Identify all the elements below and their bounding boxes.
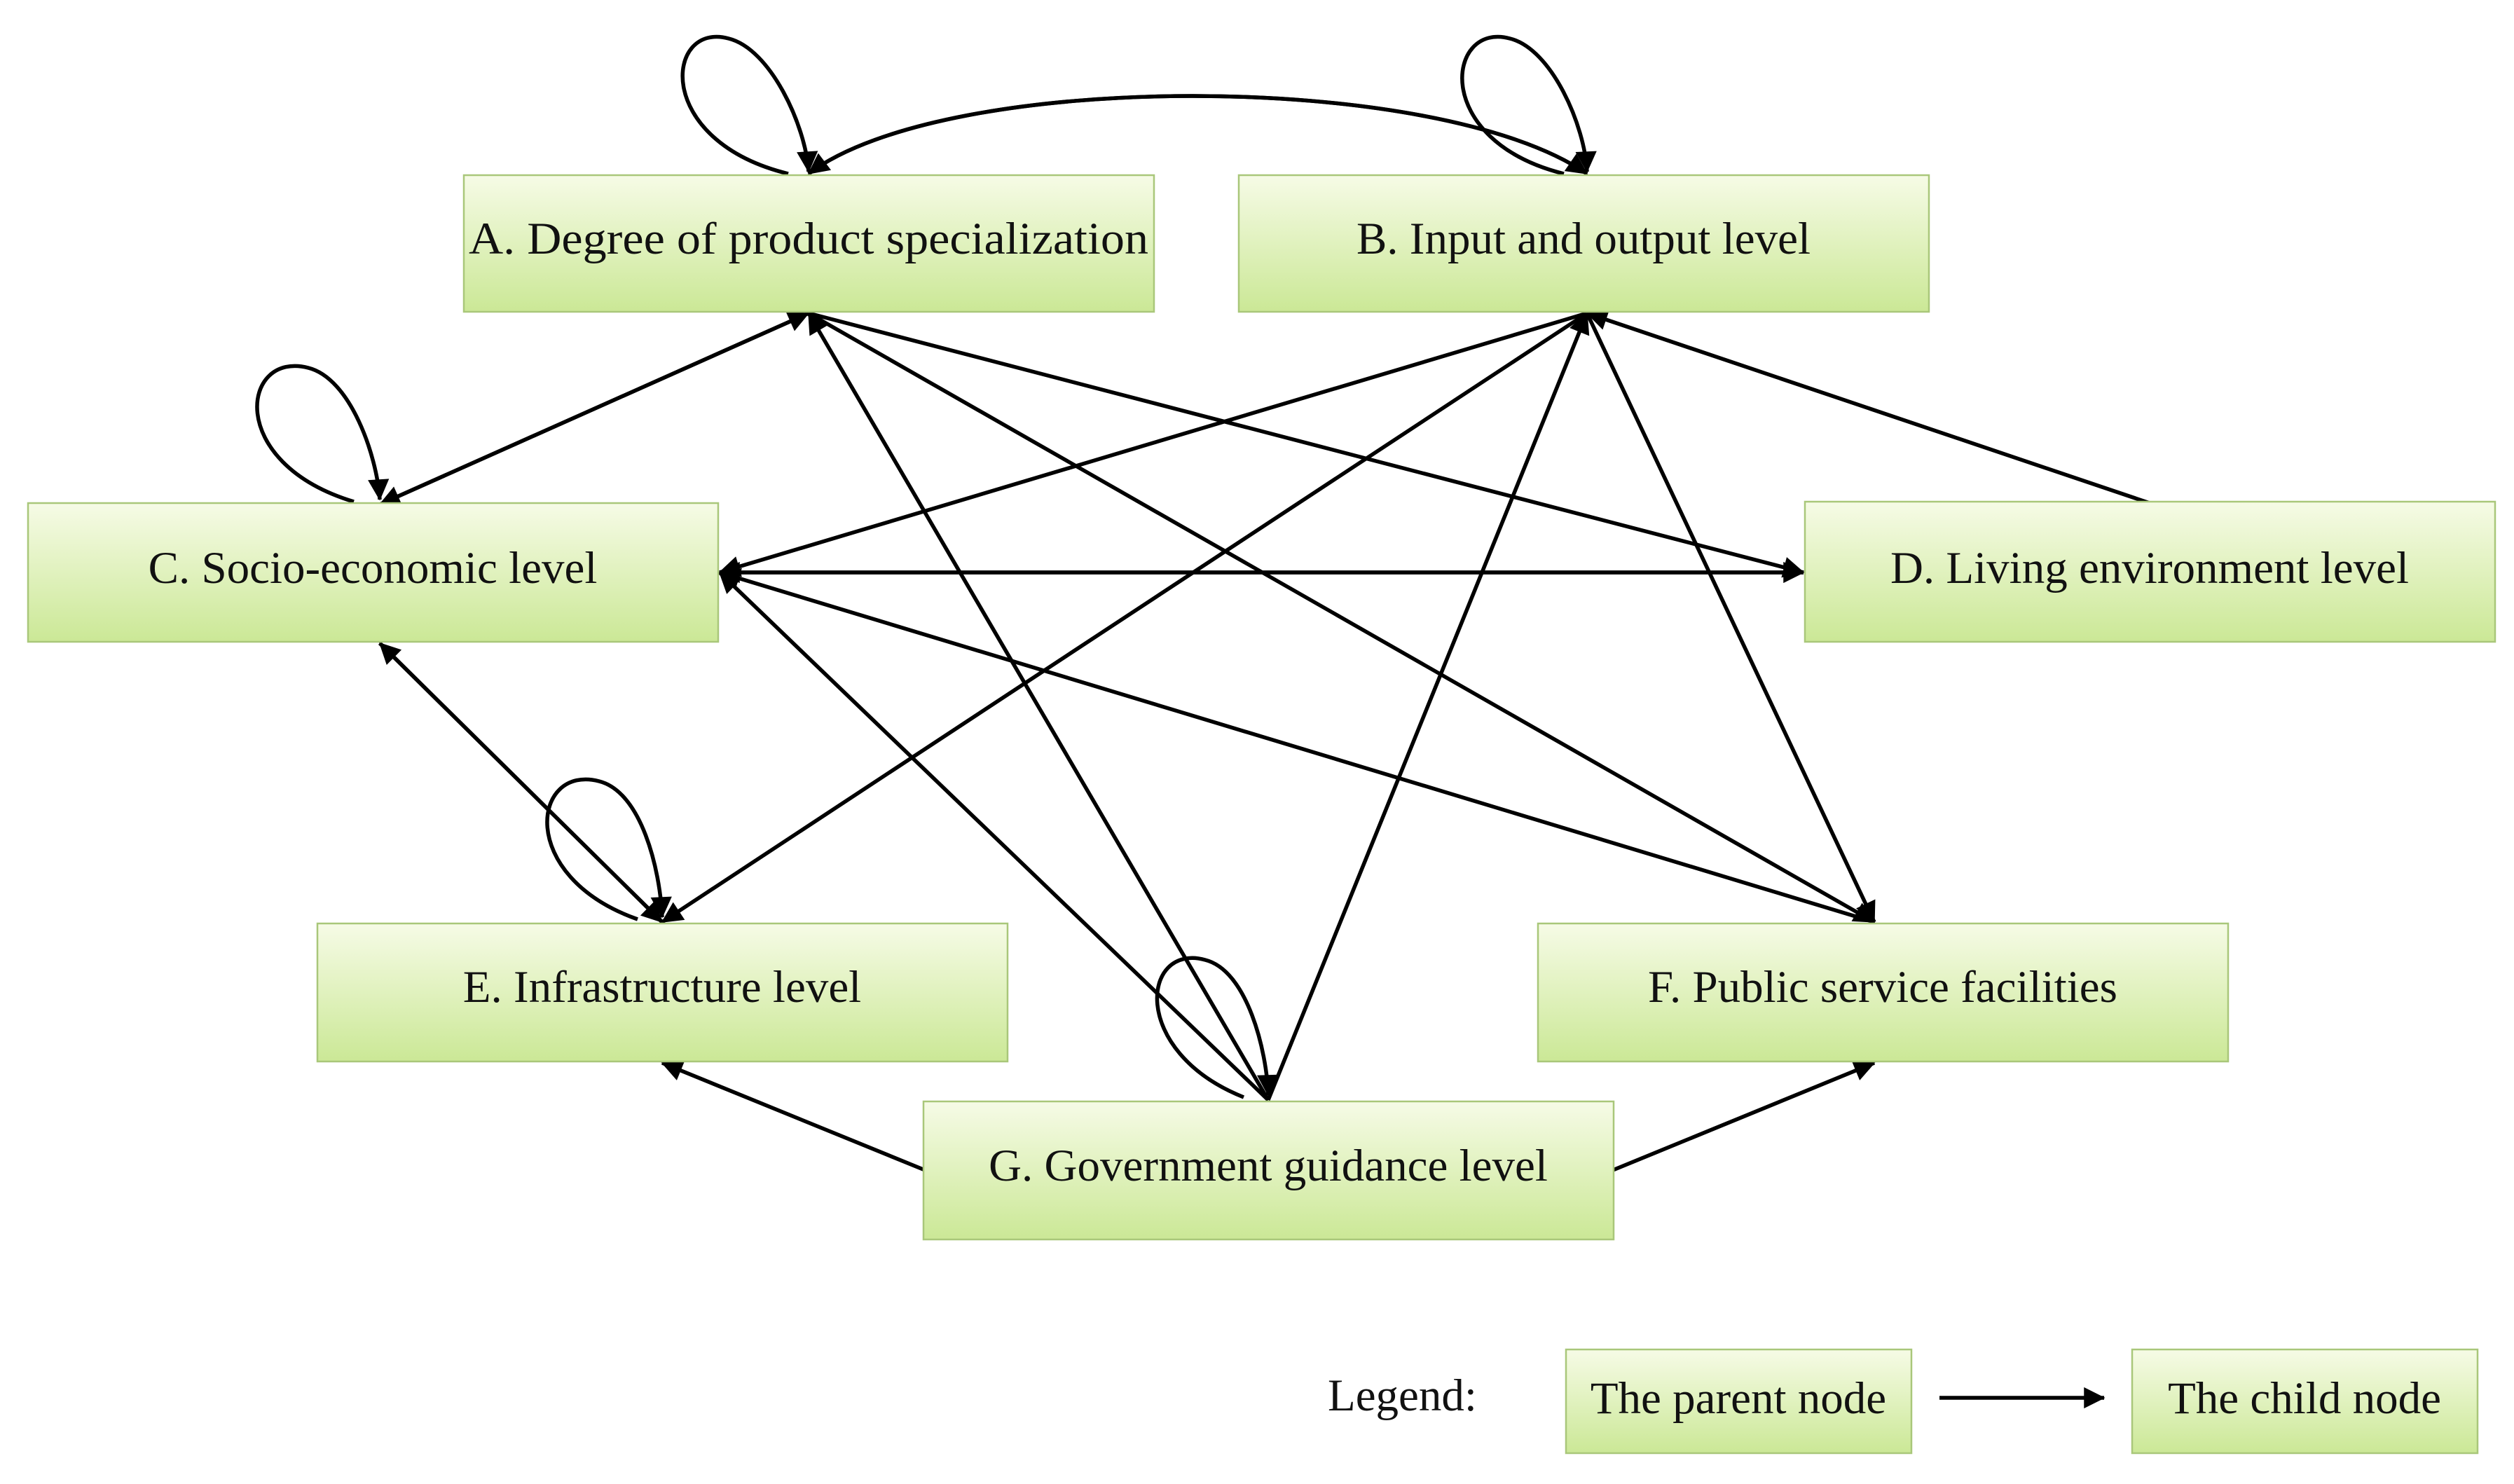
node-g-box (922, 1100, 1615, 1241)
node-e: E. Infrastructure level (316, 922, 1009, 1063)
edge-b-to-a (807, 94, 1588, 176)
node-e-box (316, 922, 1009, 1063)
node-g: G. Government guidance level (922, 1100, 1615, 1241)
edge-a-to-f (807, 311, 1876, 924)
legend: Legend: The parent node The child node (1328, 1348, 2479, 1455)
edge-e-to-c (378, 642, 664, 923)
edge-f-to-c (718, 568, 1875, 924)
node-d-label: D. Living environment level (1890, 543, 2409, 593)
node-c-label: C. Socio-economic level (149, 543, 598, 593)
node-f: F. Public service facilities (1537, 922, 2230, 1063)
edge-b-to-b (1460, 35, 1597, 176)
edge-c-to-c (255, 364, 390, 504)
legend-child-box (2131, 1348, 2479, 1455)
edge-g-to-b (1266, 312, 1590, 1101)
node-e-label: E. Infrastructure level (463, 962, 861, 1012)
node-b-box (1237, 174, 1930, 313)
edge-b-to-c (718, 311, 1588, 577)
edge-d-to-b (1586, 309, 2150, 505)
node-c: C. Socio-economic level (27, 502, 720, 643)
legend-child-label: The child node (2168, 1373, 2441, 1424)
edge-g-to-c (718, 571, 1270, 1101)
node-d: D. Living environment level (1804, 500, 2496, 643)
edges-layer (255, 35, 2150, 1172)
node-b: B. Input and output level (1237, 174, 1930, 313)
node-a: A. Degree of product specialization (462, 174, 1155, 313)
edge-g-to-a (806, 312, 1270, 1101)
edge-e-to-e (545, 777, 672, 921)
node-a-label: A. Degree of product specialization (469, 214, 1148, 264)
node-b-label: B. Input and output level (1356, 214, 1811, 264)
edge-c-to-a (378, 311, 810, 507)
edge-a-to-a (680, 35, 818, 176)
node-c-box (27, 502, 720, 643)
node-a-box (462, 174, 1155, 313)
legend-parent-label: The parent node (1591, 1373, 1886, 1424)
node-d-box (1804, 500, 2496, 643)
edge-g-to-f (1612, 1060, 1876, 1172)
node-g-label: G. Government guidance level (989, 1141, 1548, 1191)
legend-parent-box (1565, 1348, 1913, 1455)
edge-b-to-e (661, 311, 1588, 924)
edge-g-to-g (1155, 956, 1279, 1099)
node-f-label: F. Public service facilities (1648, 962, 2117, 1012)
edge-a-to-d (808, 311, 1805, 578)
edge-b-to-f (1585, 312, 1876, 923)
edge-g-to-e (661, 1060, 926, 1172)
legend-title: Legend: (1328, 1370, 1477, 1421)
node-f-box (1537, 922, 2230, 1063)
